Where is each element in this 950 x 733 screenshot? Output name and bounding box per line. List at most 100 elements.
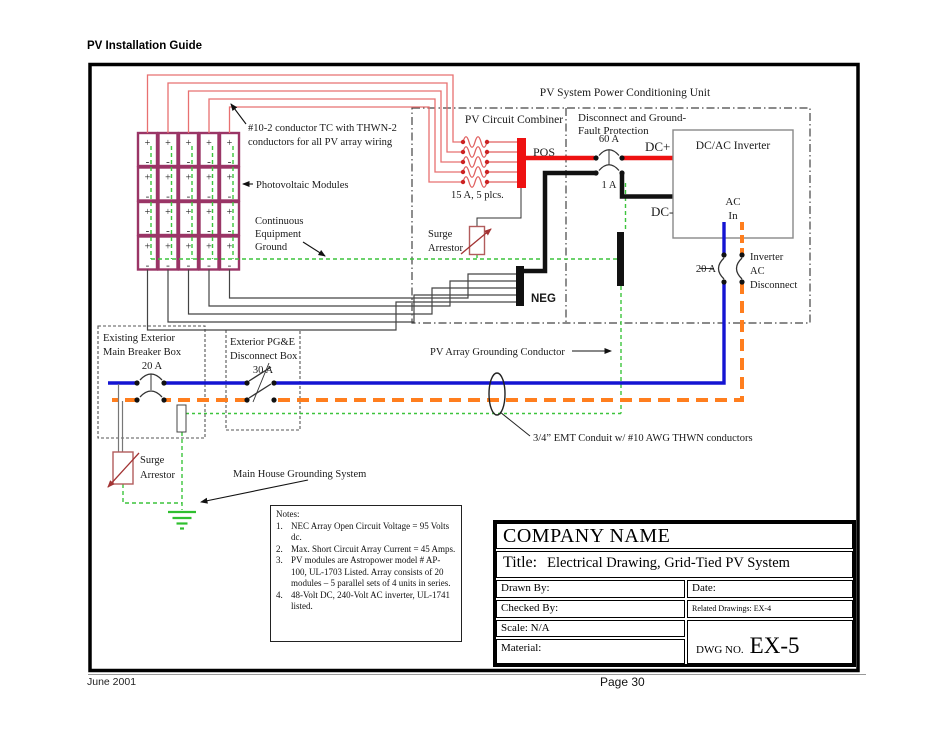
- module-plus-terminal: +: [165, 173, 171, 184]
- note-item: 3. PV modules are Astropower model # AP-…: [276, 555, 456, 590]
- module-plus-terminal: +: [227, 138, 233, 149]
- company-name-cell: COMPANY NAME: [496, 523, 853, 549]
- power-conditioning-unit-boundary: [411, 107, 811, 324]
- title-block: COMPANY NAME Title: Electrical Drawing, …: [493, 520, 856, 667]
- note-number: 4.: [276, 589, 283, 600]
- pv-module: [157, 166, 179, 202]
- pv-module: [218, 200, 241, 237]
- combiner-fuses: [460, 136, 517, 188]
- fuse-symbol: [462, 166, 488, 178]
- module-plus-terminal: +: [186, 173, 192, 184]
- material-cell: Material:: [496, 639, 685, 664]
- module-minus-terminal: -: [207, 156, 211, 168]
- module-minus-terminal: -: [207, 191, 211, 203]
- gfp-title-line2: Fault Protection: [578, 125, 649, 137]
- terminal-dot: [134, 397, 140, 403]
- module-plus-terminal: +: [145, 173, 151, 184]
- module-minus-terminal: -: [228, 156, 232, 168]
- module-minus-terminal: -: [228, 191, 232, 203]
- module-minus-terminal: -: [146, 225, 150, 237]
- title-value: Electrical Drawing, Grid-Tied PV System: [547, 555, 790, 571]
- note-text: 48-Volt DC, 240-Volt AC inverter, UL-174…: [291, 589, 451, 612]
- ac-blue-wire: [108, 222, 726, 385]
- module-plus-terminal: +: [206, 173, 212, 184]
- pge-knife-switch-symbol: [248, 362, 272, 403]
- wiring-note-line1: #10-2 conductor TC with THWN-2: [248, 123, 397, 134]
- module-plus-terminal: +: [206, 138, 212, 149]
- ac-disconnect-line3: Disconnect: [750, 280, 797, 291]
- dwg-number-cell: DWG NO. EX-5: [687, 620, 853, 664]
- module-minus-terminal: -: [207, 225, 211, 237]
- continuous-ground-line3: Ground: [255, 242, 288, 253]
- module-plus-terminal: +: [165, 138, 171, 149]
- module-minus-terminal: -: [228, 225, 232, 237]
- inverter-ac-disconnect-symbol: [700, 257, 743, 280]
- pv-module: [157, 200, 179, 237]
- continuous-ground-line1: Continuous: [255, 216, 303, 227]
- continuous-ground-line2: Equipment: [255, 229, 301, 240]
- dwg-value: EX-5: [749, 633, 800, 658]
- dc-negative-wire: [520, 170, 675, 274]
- module-plus-terminal: +: [145, 138, 151, 149]
- drawn-by-cell: Drawn By:: [496, 580, 685, 598]
- ac-disconnect-line1: Inverter: [750, 252, 784, 263]
- fuse-symbol: [462, 156, 488, 168]
- combiner-surge-arrestor: [460, 188, 522, 256]
- pv-module: [218, 166, 241, 202]
- terminal-dot: [739, 252, 745, 258]
- module-plus-terminal: +: [145, 242, 151, 253]
- footer-page-number: Page 30: [600, 675, 645, 689]
- terminal-dot: [619, 155, 625, 161]
- note-number: 1.: [276, 520, 283, 531]
- terminal-dot: [271, 380, 277, 386]
- conduit-symbol: [488, 372, 531, 437]
- module-plus-terminal: +: [186, 242, 192, 253]
- dc-disconnect-gfp-symbol: [598, 149, 620, 171]
- title-label: Title:: [503, 554, 538, 571]
- inverter-title: DC/AC Inverter: [696, 140, 771, 152]
- ground-bus-bar: [617, 232, 624, 286]
- fuse-rating-1a: 1 A: [602, 180, 617, 191]
- inverter-box: [672, 129, 794, 239]
- terminal-dots: [134, 155, 745, 403]
- dc-minus-label: DC-: [651, 204, 673, 219]
- array-positive-wires: [146, 74, 463, 183]
- module-minus-terminal: -: [146, 260, 150, 272]
- module-minus-terminal: -: [187, 156, 191, 168]
- module-minus-terminal: -: [146, 156, 150, 168]
- terminal-dot: [721, 279, 727, 285]
- neg-bus-bar: [516, 266, 524, 306]
- note-number: 2.: [276, 543, 283, 554]
- module-minus-terminal: -: [187, 260, 191, 272]
- ac-disconnect-line2: AC: [750, 266, 765, 277]
- module-plus-terminal: +: [206, 242, 212, 253]
- fuse-terminal: [460, 169, 466, 175]
- fuse-terminal: [460, 139, 466, 145]
- module-minus-terminal: -: [166, 260, 170, 272]
- pv-module: [198, 166, 220, 202]
- note-text: PV modules are Astropower model # AP-100…: [291, 555, 451, 589]
- module-plus-terminal: +: [186, 207, 192, 218]
- related-drawings-cell: Related Drawings: EX-4: [687, 600, 853, 618]
- ac-in-line1: AC: [725, 196, 740, 208]
- ac-disconnect-rating: 20 A: [696, 264, 717, 275]
- pv-module-array: +-+-+-+-+-+-+-+-+-+-+-+-+-+-+-+-+-+-+-+-: [136, 131, 241, 272]
- terminal-dot: [161, 397, 167, 403]
- terminal-dot: [721, 252, 727, 258]
- pv-module: [177, 166, 200, 202]
- note-text: Max. Short Circuit Array Current = 45 Am…: [291, 543, 456, 554]
- fuse-terminal: [460, 159, 466, 165]
- module-minus-terminal: -: [166, 191, 170, 203]
- ac-orange-wire: [112, 222, 744, 402]
- note-text: NEC Array Open Circuit Voltage = 95 Volt…: [291, 520, 450, 543]
- pv-module: [177, 200, 200, 237]
- notes-title: Notes:: [276, 509, 300, 519]
- breaker-box-rating: 20 A: [142, 361, 163, 372]
- scale-cell: Scale: N/A: [496, 620, 685, 637]
- module-minus-terminal: -: [166, 225, 170, 237]
- terminal-dot: [134, 380, 140, 386]
- module-plus-terminal: +: [227, 242, 233, 253]
- modules-label: Photovoltaic Modules: [256, 180, 348, 191]
